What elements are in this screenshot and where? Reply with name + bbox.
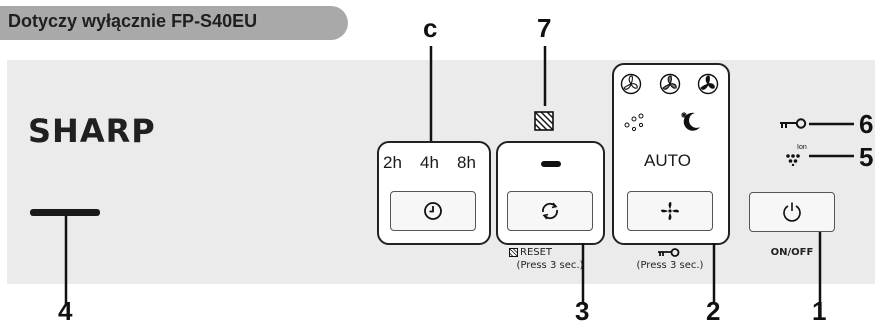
filter-indicator-light <box>541 161 561 167</box>
ion-label: Ion <box>797 144 807 151</box>
callout-1: 1 <box>812 296 827 326</box>
callout-5: 5 <box>859 142 874 172</box>
fan-speed-high-icon <box>697 73 719 95</box>
model-tab <box>0 6 348 40</box>
power-button[interactable] <box>749 192 835 232</box>
filter-reset-label: RESET <box>520 247 553 258</box>
pollen-mode-icon <box>624 113 644 132</box>
fan-speed-button[interactable] <box>627 191 713 231</box>
sharp-logo: SHARP <box>28 112 156 150</box>
clock-icon <box>424 202 442 220</box>
filter-reset-note: (Press 3 sec.) <box>516 260 584 271</box>
callout-7: 7 <box>537 13 552 43</box>
reset-arrows-icon <box>542 202 558 220</box>
timer-label-2h: 2h <box>383 153 402 172</box>
fan-speed-mid-icon <box>659 73 681 95</box>
filter-reset-button[interactable] <box>507 191 593 231</box>
child-lock-icon <box>780 118 807 129</box>
child-lock-note: (Press 3 sec.) <box>636 260 704 271</box>
child-lock-small-icon <box>658 248 680 257</box>
power-label: ON/OFF <box>770 247 814 258</box>
power-icon <box>783 202 801 222</box>
timer-label-8h: 8h <box>457 153 476 172</box>
callout-6: 6 <box>859 109 874 139</box>
callout-4: 4 <box>58 296 73 326</box>
filter-icon <box>534 111 554 131</box>
filter-small-icon <box>509 248 518 257</box>
fan-speed-low-icon <box>620 73 642 95</box>
night-mode-icon <box>681 112 700 131</box>
model-note: Dotyczy wyłącznie FP-S40EU <box>8 11 258 31</box>
timer-label-4h: 4h <box>420 153 439 172</box>
indicator-light-bar <box>30 209 100 216</box>
callout-2: 2 <box>706 296 721 326</box>
auto-mode-label: AUTO <box>644 151 691 170</box>
callout-3: 3 <box>575 296 590 326</box>
timer-button[interactable] <box>390 191 476 231</box>
fan-icon <box>661 202 679 220</box>
ion-icon <box>786 154 800 166</box>
callout-c: c <box>423 13 438 43</box>
